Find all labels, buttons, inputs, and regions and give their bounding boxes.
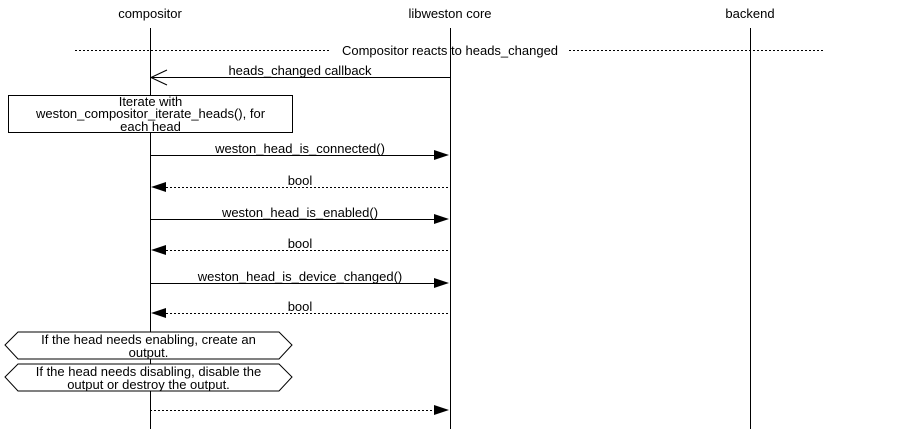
message-line bbox=[166, 313, 449, 314]
note-line: weston_compositor_iterate_heads(), for bbox=[35, 106, 266, 122]
filled-arrowhead-icon bbox=[434, 278, 449, 288]
condition-text: If the head needs enabling, create an ou… bbox=[41, 332, 256, 360]
message-line bbox=[150, 283, 435, 284]
condition-box-disabling bbox=[4, 363, 293, 392]
message-label: bool bbox=[287, 236, 313, 251]
message-label: weston_head_is_device_changed() bbox=[197, 269, 403, 284]
divider-label: Compositor reacts to heads_changed bbox=[341, 43, 559, 58]
message-line bbox=[150, 410, 435, 411]
filled-arrowhead-icon bbox=[151, 245, 166, 255]
lifeline-libweston-core bbox=[450, 28, 451, 429]
filled-arrowhead-icon bbox=[434, 214, 449, 224]
message-line bbox=[151, 77, 450, 78]
participant-label-compositor: compositor bbox=[118, 6, 182, 21]
filled-arrowhead-icon bbox=[434, 405, 449, 415]
lifeline-backend bbox=[750, 28, 751, 429]
condition-text: If the head needs disabling, disable the… bbox=[35, 364, 262, 392]
message-label: weston_head_is_enabled() bbox=[221, 205, 379, 220]
message-line bbox=[166, 250, 449, 251]
message-line bbox=[150, 155, 435, 156]
filled-arrowhead-icon bbox=[151, 182, 166, 192]
message-label: bool bbox=[287, 173, 313, 188]
divider-dotted-line-left bbox=[75, 50, 331, 51]
condition-box-enabling bbox=[4, 331, 293, 360]
message-label: heads_changed callback bbox=[228, 63, 372, 78]
participant-label-libweston-core: libweston core bbox=[408, 6, 492, 21]
open-arrowhead-icon bbox=[150, 69, 168, 86]
message-label: weston_head_is_connected() bbox=[215, 141, 385, 156]
message-line bbox=[166, 187, 449, 188]
note-box: Iterate with weston_compositor_iterate_h… bbox=[8, 95, 293, 133]
filled-arrowhead-icon bbox=[151, 308, 166, 318]
participant-label-backend: backend bbox=[725, 6, 775, 21]
filled-arrowhead-icon bbox=[434, 150, 449, 160]
note-line: each head bbox=[120, 118, 181, 134]
message-label: bool bbox=[287, 299, 313, 314]
lifeline-compositor bbox=[150, 28, 151, 429]
note-line: Iterate with bbox=[118, 94, 183, 109]
divider-dotted-line-right bbox=[569, 50, 825, 51]
message-line bbox=[150, 219, 435, 220]
